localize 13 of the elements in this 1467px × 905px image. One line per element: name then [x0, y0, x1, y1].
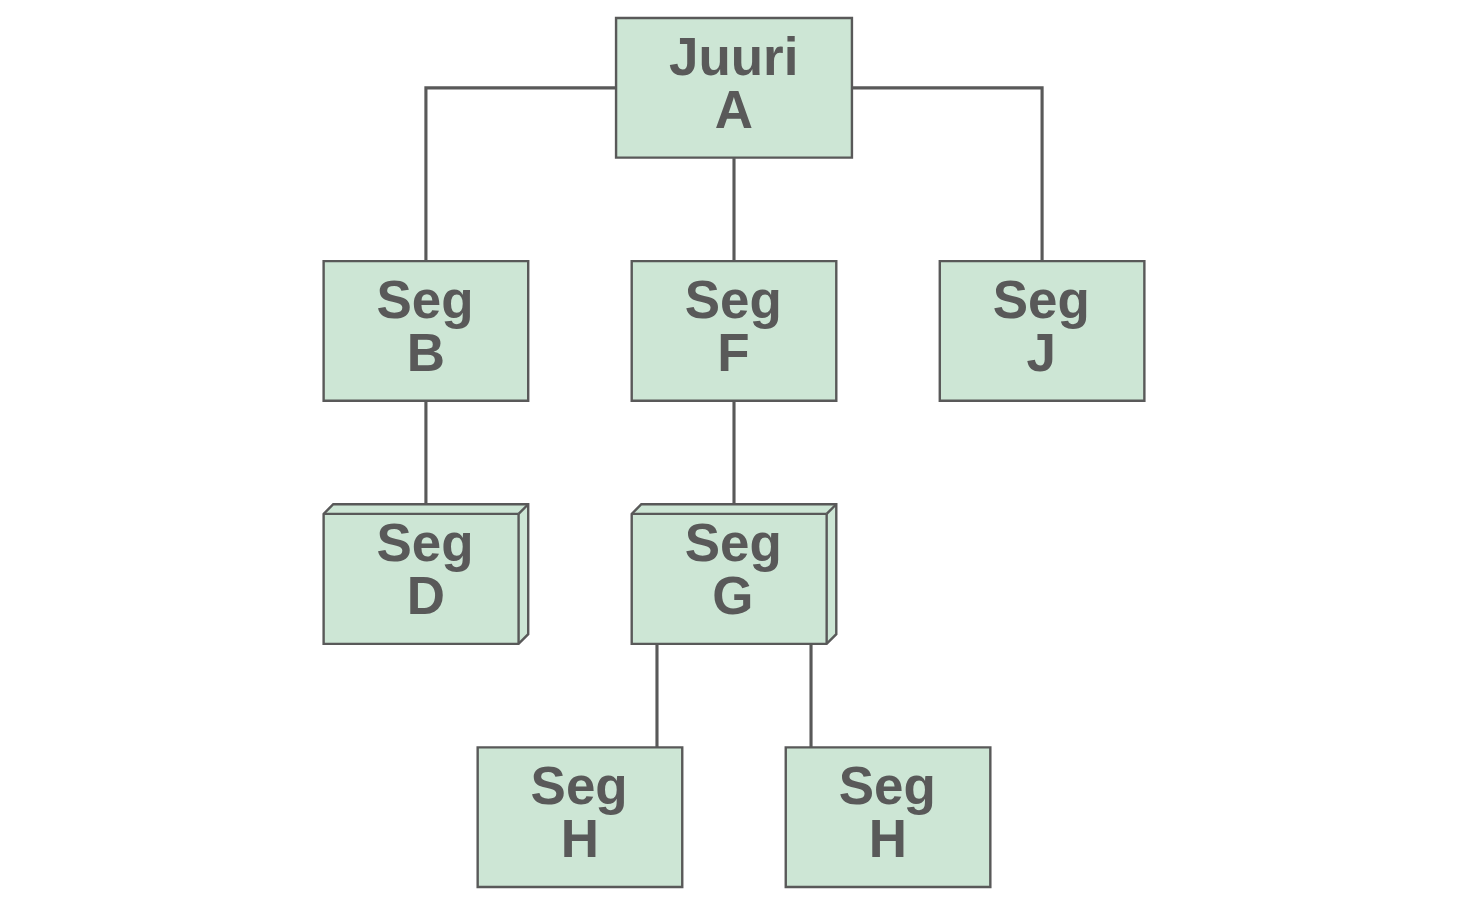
connector: [731, 401, 736, 504]
node-box: Seg F: [630, 259, 837, 402]
connector: [423, 86, 616, 261]
node-box: Seg B: [321, 259, 529, 402]
connector: [423, 401, 427, 504]
connector: [654, 644, 659, 747]
connector: [808, 644, 813, 747]
node-box: Juuri A: [614, 16, 853, 159]
node-box: Seg J: [938, 259, 1146, 402]
connector: [731, 158, 736, 261]
connector: [851, 86, 1044, 261]
node-box: Seg H: [784, 746, 992, 889]
node-box: Seg H: [475, 746, 683, 889]
